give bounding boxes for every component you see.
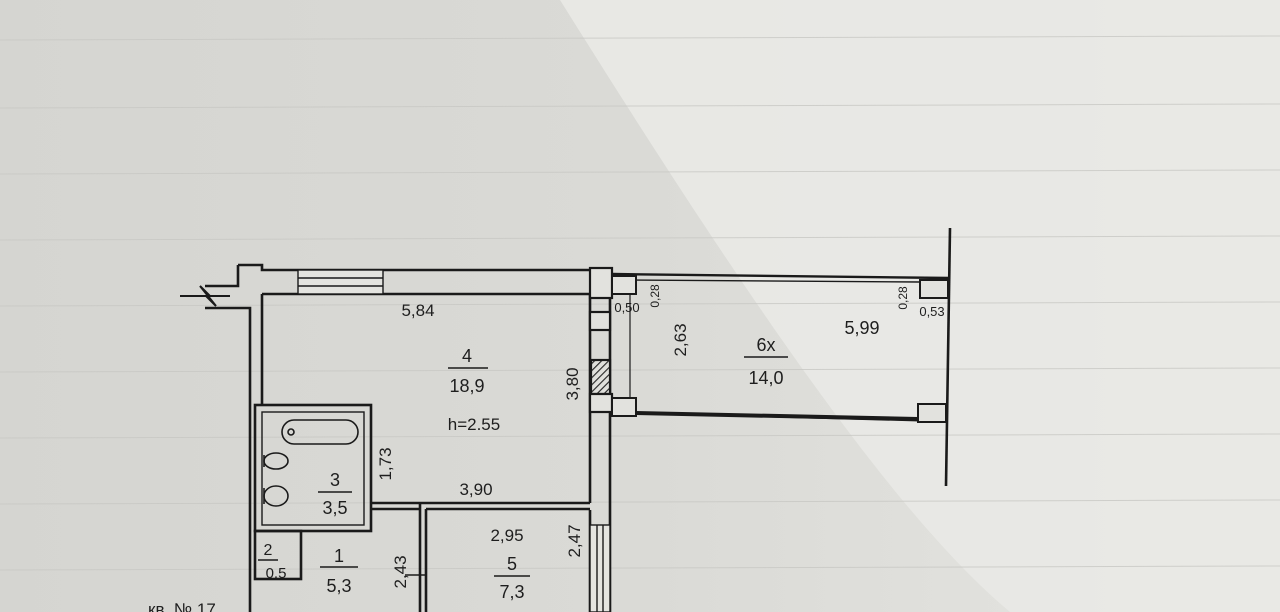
room2-number: 2 bbox=[264, 542, 273, 559]
wall-column bbox=[588, 266, 614, 414]
room3-number: 3 bbox=[330, 470, 340, 490]
dim-balcony-right-offset: 0,53 bbox=[919, 304, 944, 319]
room-labels: 4 18,9 h=2.55 3 3,5 2 0,5 1 5,3 5 7,3 6х… bbox=[264, 335, 784, 602]
balcony-post-tl bbox=[611, 275, 637, 295]
room3-area: 3,5 bbox=[322, 498, 347, 518]
wc-wall bbox=[253, 529, 303, 581]
dim-balcony-length: 5,99 bbox=[844, 318, 879, 338]
balcony-bottom-wall-thick bbox=[635, 411, 919, 421]
balcony-top-wall bbox=[611, 272, 951, 280]
ceiling-height: h=2.55 bbox=[448, 415, 500, 434]
dim-room5-width: 2,95 bbox=[490, 526, 523, 545]
balcony-post-bl bbox=[611, 397, 637, 417]
dimension-labels: 5,84 3,80 3,90 1,73 2,43 2,95 2,47 2,63 … bbox=[376, 284, 945, 589]
room6-number: 6х bbox=[756, 335, 775, 355]
room4-area: 18,9 bbox=[449, 376, 484, 396]
top-window bbox=[297, 269, 384, 295]
bathroom-wall bbox=[253, 403, 373, 533]
bathroom-inner bbox=[261, 411, 365, 526]
room5-window bbox=[589, 524, 611, 612]
balcony-right-wall bbox=[944, 227, 952, 487]
room1-area: 5,3 bbox=[326, 576, 351, 596]
dim-room4-bottom: 3,90 bbox=[459, 480, 492, 499]
apartment-label: кв. № 17 bbox=[148, 600, 216, 612]
dim-room3-side: 1,73 bbox=[376, 447, 395, 480]
bathroom-fixtures bbox=[263, 419, 359, 507]
room4-number: 4 bbox=[462, 346, 472, 366]
room5-number: 5 bbox=[507, 554, 517, 574]
dim-balcony-depth: 2,63 bbox=[671, 323, 690, 356]
bathtub-icon bbox=[281, 419, 359, 445]
dim-balcony-left-wall: 0,28 bbox=[648, 284, 662, 308]
left-outer-wall-lower bbox=[205, 306, 252, 612]
left-outer-wall bbox=[205, 265, 240, 288]
dim-balcony-right-wall: 0,28 bbox=[896, 286, 910, 310]
room5-area: 7,3 bbox=[499, 582, 524, 602]
dim-room4-depth: 3,80 bbox=[563, 367, 582, 400]
hatched-wall-segment bbox=[589, 358, 612, 396]
top-outer-wall bbox=[238, 263, 598, 272]
break-mark bbox=[180, 285, 230, 307]
balcony-top-wall-inner bbox=[629, 279, 921, 283]
balcony bbox=[611, 227, 952, 487]
dim-room4-width: 5,84 bbox=[401, 301, 434, 320]
dim-room5-side: 2,47 bbox=[565, 524, 584, 557]
room-fraction-lines bbox=[258, 356, 788, 577]
balcony-post-tr bbox=[919, 279, 949, 299]
dim-room1-side: 2,43 bbox=[391, 555, 410, 588]
balcony-post-br bbox=[917, 403, 947, 423]
room2-area: 0,5 bbox=[266, 565, 287, 582]
room1-number: 1 bbox=[334, 546, 344, 566]
dim-balcony-left-offset: 0,50 bbox=[614, 300, 639, 315]
room6-area: 14,0 bbox=[748, 368, 783, 388]
